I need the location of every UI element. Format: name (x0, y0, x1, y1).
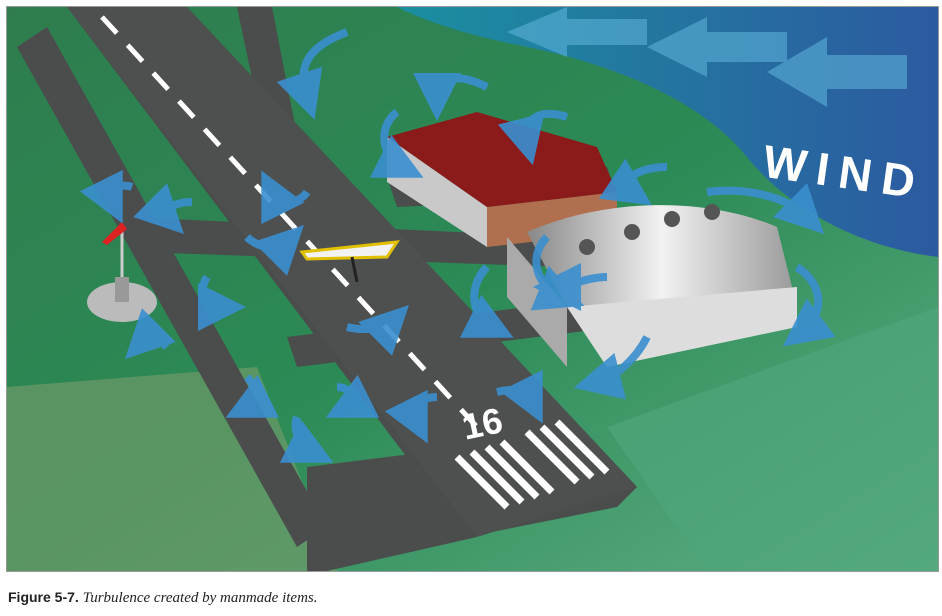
figure-caption: Figure 5-7. Turbulence created by manmad… (8, 589, 318, 607)
turbulence-illustration: 16 (6, 6, 939, 572)
turbulence-arrows (79, 28, 836, 463)
wind-arrows (507, 7, 907, 107)
caption-label: Figure 5-7. (8, 589, 79, 605)
runway-number: 16 (458, 399, 506, 447)
main-runway (67, 7, 637, 537)
ultralight-aircraft (299, 240, 401, 283)
threshold-markings (454, 419, 610, 510)
field-patch (607, 307, 938, 571)
caption-text: Turbulence created by manmade items. (82, 590, 318, 606)
